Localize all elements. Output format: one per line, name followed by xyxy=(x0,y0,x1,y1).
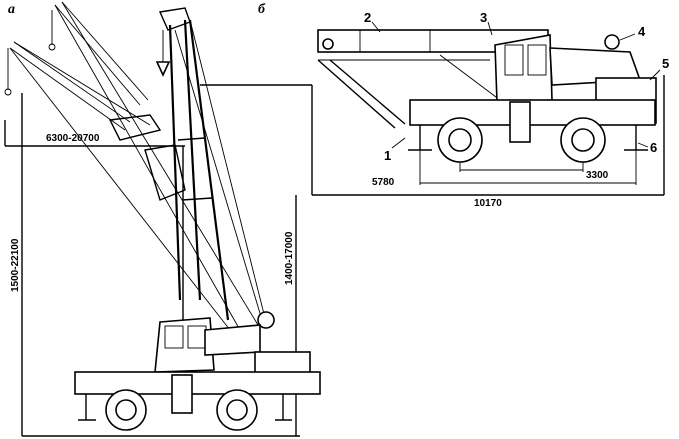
dimension-lines-a xyxy=(4,84,313,437)
hook-height-dimension: 1500-22100 xyxy=(10,238,21,292)
panel-a-label: а xyxy=(8,2,15,17)
main-boom xyxy=(155,7,275,329)
length-dimension: 10170 xyxy=(474,198,502,209)
reach-dimension: 6300-20700 xyxy=(46,133,100,144)
callout-1: 1 xyxy=(384,148,391,163)
panel-b-crane-transport-view: б 5780 3300 10170 xyxy=(258,2,669,209)
boom-height-dimension: 1400-17000 xyxy=(284,231,295,285)
callout-4: 4 xyxy=(638,24,646,39)
callout-2: 2 xyxy=(364,10,371,25)
crane-carrier-a xyxy=(74,317,321,431)
callout-3: 3 xyxy=(480,10,487,25)
panel-b-label: б xyxy=(258,2,266,17)
panel-a-crane-side-view: а 6300-20700 1500-22100 1400-17000 xyxy=(4,1,321,437)
callout-5: 5 xyxy=(662,56,669,71)
base-dimension: 5780 xyxy=(372,177,395,188)
callout-6: 6 xyxy=(650,140,657,155)
boom-alternate-positions xyxy=(4,1,259,331)
crane-carrier-b xyxy=(408,34,657,163)
wheelbase-dimension: 3300 xyxy=(586,170,609,181)
callouts: 1 2 3 4 5 6 xyxy=(364,10,669,163)
